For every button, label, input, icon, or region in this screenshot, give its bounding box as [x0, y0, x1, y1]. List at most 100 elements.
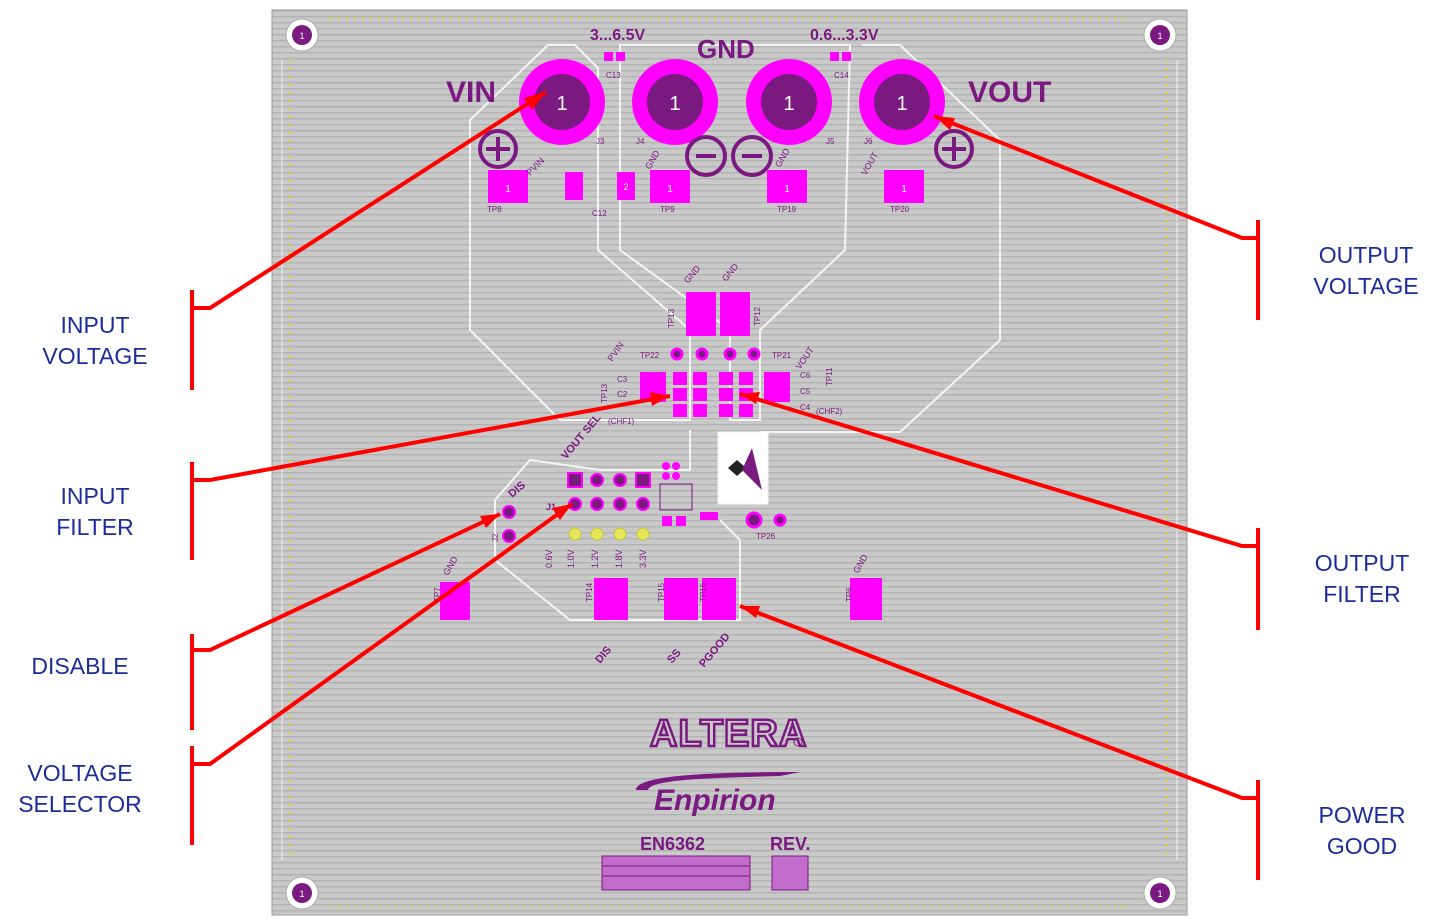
- tp14-label: TP14: [585, 582, 594, 602]
- tp20-label: TP20: [890, 205, 910, 214]
- chf1-label: (CHF1): [608, 417, 635, 426]
- j6-pin: 1: [896, 93, 907, 115]
- tp19-label: TP19: [777, 205, 797, 214]
- j3-pin: 1: [556, 93, 567, 115]
- sel-0-6-label: 0.6V: [544, 549, 554, 568]
- c6-label: C6: [800, 371, 811, 380]
- sel-3-3-label: 3.3V: [638, 549, 648, 568]
- callout-disable: DISABLE: [15, 651, 145, 682]
- callout-lines: [190, 90, 1260, 880]
- j5-label: J5: [826, 137, 835, 146]
- hole-label-tr: 1: [1157, 31, 1162, 41]
- callout-output-filter-line1: OUTPUT: [1314, 550, 1410, 576]
- input-filter-arrowhead: [650, 392, 670, 406]
- input-voltage-arrow-line: [190, 90, 548, 390]
- tp16-label: TP16: [699, 582, 708, 602]
- tp8-pin: 1: [505, 184, 511, 195]
- output-filter-arrow-line: [739, 392, 1260, 630]
- power-good-arrow-line: [739, 604, 1260, 880]
- ic-area: TP26: [659, 431, 787, 541]
- callout-voltage-selector-line1: VOLTAGE: [27, 760, 133, 786]
- callout-input-voltage-line1: INPUT: [60, 312, 130, 338]
- test-points-top: 1 TP8 PVIN 2 C12 1 TP9 GND 1 TP19 GND 1 …: [487, 146, 924, 218]
- callout-input-voltage-line2: VOLTAGE: [42, 343, 148, 369]
- tp7-label: TP7: [433, 587, 442, 602]
- callout-voltage-selector-line2: SELECTOR: [18, 791, 142, 817]
- callout-input-filter-line1: INPUT: [60, 483, 130, 509]
- part-number-label: EN6362: [640, 834, 705, 854]
- voltage-selector-arrowhead: [552, 504, 572, 520]
- tp21-label: TP21: [772, 351, 792, 360]
- callout-input-voltage: INPUT VOLTAGE: [30, 310, 160, 372]
- input-voltage-arrowhead: [524, 92, 546, 110]
- polarity-symbols: [478, 129, 974, 177]
- tp22-label: TP22: [640, 351, 660, 360]
- small-caps-top: C13 C14: [604, 52, 851, 80]
- disable-arrow-line: [190, 512, 501, 730]
- j3-label: J3: [596, 137, 605, 146]
- output-voltage-arrow-line: [933, 114, 1260, 320]
- c5-label: C5: [800, 387, 811, 396]
- tp8-label: TP8: [487, 205, 502, 214]
- tp26-label: TP26: [756, 532, 776, 541]
- tp15-label: TP15: [657, 582, 666, 602]
- power-good-arrowhead: [740, 606, 760, 618]
- silkscreen-main-text: VIN VOUT GND 3...6.5V 0.6...3.3V: [446, 27, 1051, 109]
- c4-label: C4: [800, 403, 811, 412]
- tp9-label: TP9: [660, 205, 675, 214]
- gnd-label: GND: [697, 34, 755, 64]
- copper-outlines: [469, 44, 1001, 621]
- voltage-selector-arrow-line: [190, 502, 574, 845]
- callout-output-voltage-line1: OUTPUT: [1318, 242, 1414, 268]
- tp20-pin: 1: [901, 184, 907, 195]
- tp9-pin: 1: [667, 184, 673, 195]
- output-range-label: 0.6...3.3V: [810, 27, 879, 44]
- callout-output-voltage: OUTPUT VOLTAGE: [1296, 240, 1436, 302]
- callout-output-filter-line2: FILTER: [1323, 581, 1401, 607]
- chf2-label: (CHF2): [816, 407, 843, 416]
- enpirion-logo: Enpirion: [654, 784, 776, 817]
- j5-pin: 1: [783, 93, 794, 115]
- altera-logo: ALTERA: [650, 713, 807, 755]
- c12-label: C12: [592, 209, 607, 218]
- hole-label-tl: 1: [299, 31, 304, 41]
- j4-pin: 1: [669, 93, 680, 115]
- sel-1-0-label: 1.0V: [566, 549, 576, 568]
- c2-label: C2: [617, 390, 628, 399]
- mounting-holes: 1 1 1 1: [285, 18, 1177, 910]
- part-number-block: EN6362 REV.: [601, 834, 810, 891]
- disable-arrowhead: [480, 514, 500, 528]
- tp12-label: TP12: [753, 306, 762, 326]
- callout-power-good-line2: GOOD: [1326, 833, 1398, 859]
- c12-pin: 2: [623, 182, 628, 192]
- callout-output-filter: OUTPUT FILTER: [1296, 548, 1428, 610]
- c14-label: C14: [834, 71, 849, 80]
- tp6-label: TP6: [845, 587, 854, 602]
- hole-label-br: 1: [1157, 889, 1162, 899]
- tp13-label-side: TP13: [600, 383, 609, 403]
- vout-label: VOUT: [968, 76, 1051, 109]
- j4-label: J4: [636, 137, 645, 146]
- sel-1-2-label: 1.2V: [590, 549, 600, 568]
- hole-label-bl: 1: [299, 889, 304, 899]
- output-filter-arrowhead: [740, 392, 760, 404]
- callout-input-filter: INPUT FILTER: [30, 481, 160, 543]
- vin-label: VIN: [446, 76, 496, 109]
- callout-voltage-selector: VOLTAGE SELECTOR: [10, 758, 150, 820]
- tp19-pin: 1: [784, 184, 790, 195]
- rev-label: REV.: [770, 834, 810, 854]
- callout-power-good: POWER GOOD: [1296, 800, 1428, 862]
- callout-input-filter-line2: FILTER: [56, 514, 134, 540]
- j1-label: J1: [546, 502, 556, 512]
- logos: ALTERA Enpirion: [636, 712, 808, 817]
- c13-label: C13: [606, 71, 621, 80]
- output-voltage-arrowhead: [934, 116, 955, 130]
- input-filter-arrow-line: [190, 394, 671, 560]
- callout-output-voltage-line2: VOLTAGE: [1313, 273, 1419, 299]
- callout-power-good-line1: POWER: [1318, 802, 1406, 828]
- tp11-label: TP11: [825, 367, 834, 386]
- callout-arrowheads: [480, 92, 955, 618]
- tp13-label-center: TP13: [667, 308, 676, 328]
